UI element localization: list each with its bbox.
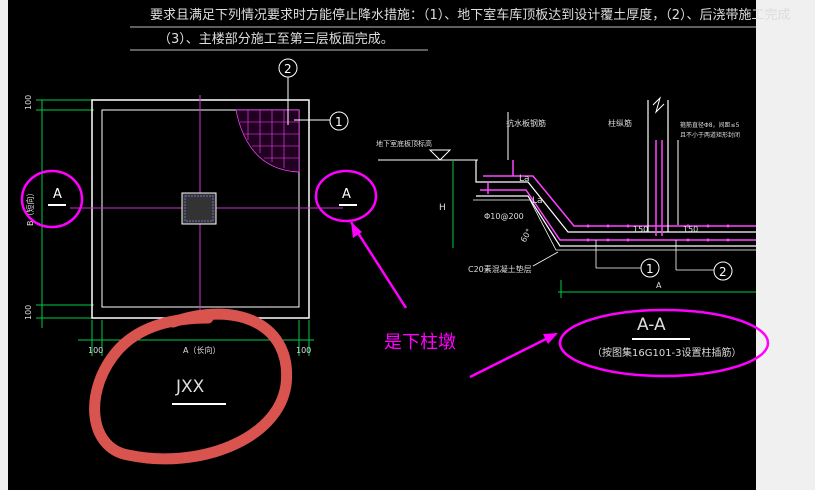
annotation-arrow-2	[469, 332, 557, 379]
section-column-break	[652, 96, 665, 114]
plan-callout-2-circle	[278, 58, 298, 78]
section-stirrup-note-1: 箍筋直径Φ8，间距≤5	[680, 121, 740, 129]
plan-section-mark-left: A	[53, 187, 62, 202]
section-callout-1-circle	[640, 258, 660, 278]
annotation-arrow-1	[349, 221, 408, 309]
annotation-text: 是下柱墩	[384, 332, 456, 353]
cad-canvas	[8, 0, 756, 490]
section-dim-150-left: 150	[633, 225, 648, 234]
section-rebar-bottom	[480, 189, 756, 241]
plan-rebar-quadrant	[235, 109, 300, 173]
plan-rebar-grid	[240, 110, 299, 168]
section-rebar-top	[483, 175, 756, 227]
plan-dim-top: 100	[24, 95, 33, 110]
section-dim-h: H	[439, 203, 446, 213]
header-note-line1: 要求且满足下列情况要求时方能停止降水措施：（1）、地下室车库顶板达到设计覆土厚度…	[150, 7, 791, 23]
section-la-1: La	[519, 174, 530, 184]
section-callout-1-text: 1	[646, 262, 654, 276]
section-label-basement-floor: 地下室底板顶标高	[376, 139, 432, 148]
plan-title: JXX	[175, 377, 205, 397]
section-rebar-dots	[586, 224, 730, 242]
section-label-column-rebar: 柱纵筋	[608, 118, 632, 128]
section-cushion-line	[473, 199, 756, 251]
plan-dim-right-bottom: 100	[296, 346, 311, 355]
annotation-arrow-2-head	[543, 333, 558, 344]
plan-view: 100 100 B（短向） 1 2 100	[24, 58, 357, 405]
section-callout-2-circle	[713, 261, 733, 281]
highlight-circle-right	[314, 169, 378, 223]
plan-dim-bottom: 100	[24, 305, 33, 320]
plan-callout-2-text: 2	[284, 62, 292, 76]
annotation-arrow-1-head	[351, 222, 362, 238]
section-elevation-marker	[428, 149, 452, 161]
cad-drawing: 要求且满足下列情况要求时方能停止降水措施：（1）、地下室车库顶板达到设计覆土厚度…	[8, 0, 791, 490]
section-view: 地下室底板顶标高 抗水板钢筋 柱纵筋 箍筋直径Φ8，间距≤5 且不小于两道矩形封…	[376, 96, 756, 359]
plan-column-hatch	[184, 195, 214, 222]
highlight-ellipse-section-title	[558, 308, 770, 378]
hand-drawn-red-circle	[89, 308, 293, 465]
plan-width-label: A（长向）	[183, 345, 220, 355]
header-note-line2: （3）、主楼部分施工至第三层板面完成。	[158, 32, 394, 47]
plan-column	[181, 192, 217, 225]
section-label-waterproof-slab: 抗水板钢筋	[506, 118, 546, 128]
section-dim-150-right: 150	[683, 225, 698, 234]
plan-callout-1-text: 1	[335, 115, 343, 129]
section-concrete-pad: C20素混凝土垫层	[468, 264, 532, 274]
section-slab-top	[475, 160, 756, 233]
plan-depth-label: B（短向）	[25, 189, 35, 227]
plan-dim-left-bottom: 100	[88, 346, 103, 355]
section-slab-bottom	[476, 195, 756, 247]
section-subtitle: （按图集16G101-3设置柱插筋）	[592, 346, 742, 359]
section-la-2: La	[532, 196, 543, 206]
plan-callout-1-circle	[329, 111, 349, 131]
section-callout-2-text: 2	[719, 265, 727, 279]
section-concrete-pad-leader	[532, 251, 559, 267]
section-title: A-A	[637, 315, 666, 335]
section-stirrup-note-2: 且不小于两道矩形封闭	[680, 131, 740, 139]
section-rebar-spec: Φ10@200	[484, 212, 524, 221]
highlight-circle-left	[20, 169, 84, 229]
plan-section-mark-right: A	[342, 187, 351, 202]
section-dim-a: A	[656, 281, 662, 290]
